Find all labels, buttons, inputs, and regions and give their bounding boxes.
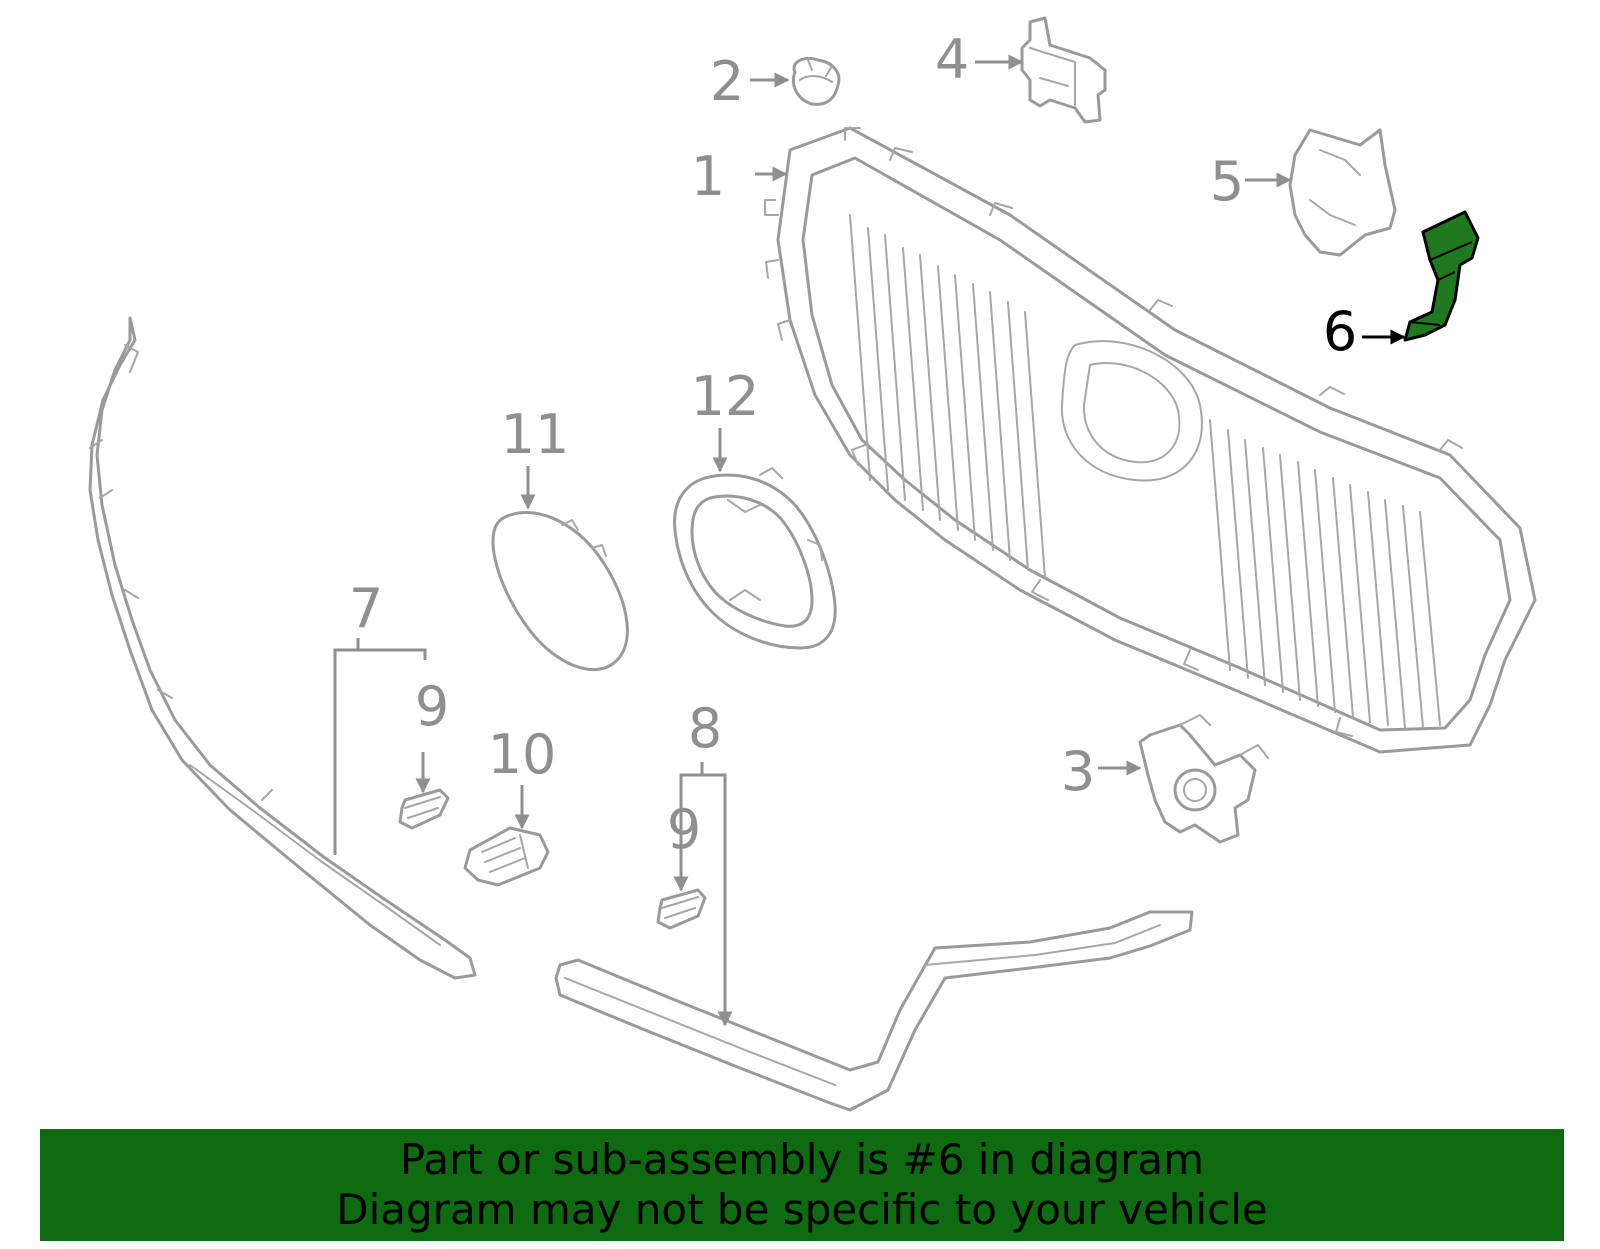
part-11-emblem	[491, 510, 629, 672]
callout-9-lower: 9	[667, 798, 701, 861]
banner-line-2: Diagram may not be specific to your vehi…	[336, 1185, 1268, 1234]
part-5-duct	[1288, 128, 1397, 257]
part-1-radiator-grille	[764, 126, 1537, 754]
callout-5: 5	[1210, 150, 1244, 213]
callout-numbers: 1 2 3 4 5 6 7 8 9 9 10 11 12	[349, 28, 1357, 861]
leader-lines	[333, 54, 1406, 1027]
callout-3: 3	[1061, 740, 1095, 803]
callout-9-upper: 9	[415, 675, 449, 738]
callout-7: 7	[349, 577, 383, 640]
callout-2: 2	[710, 50, 744, 113]
part-6-highlighted-bracket	[1403, 210, 1480, 342]
callout-12: 12	[691, 365, 760, 428]
part-12-emblem-base	[673, 467, 837, 650]
banner-line-1: Part or sub-assembly is #6 in diagram	[399, 1135, 1205, 1184]
part-7-lower-molding	[88, 316, 477, 980]
part-9-clip-lower	[656, 888, 707, 930]
callout-10: 10	[488, 723, 557, 786]
part-2-clip	[792, 56, 841, 106]
part-8-chrome-strip	[554, 910, 1194, 1112]
callout-6: 6	[1323, 300, 1357, 363]
callout-11: 11	[501, 403, 570, 466]
part-10-clip	[463, 826, 550, 887]
part-4-bracket	[1020, 16, 1107, 124]
info-banner: Part or sub-assembly is #6 in diagram Di…	[40, 1129, 1564, 1241]
callout-1: 1	[691, 145, 725, 208]
callout-8: 8	[688, 697, 722, 760]
part-3-sensor-bracket	[1138, 714, 1269, 844]
part-9-clip-upper	[398, 788, 450, 830]
callout-4: 4	[935, 28, 969, 91]
